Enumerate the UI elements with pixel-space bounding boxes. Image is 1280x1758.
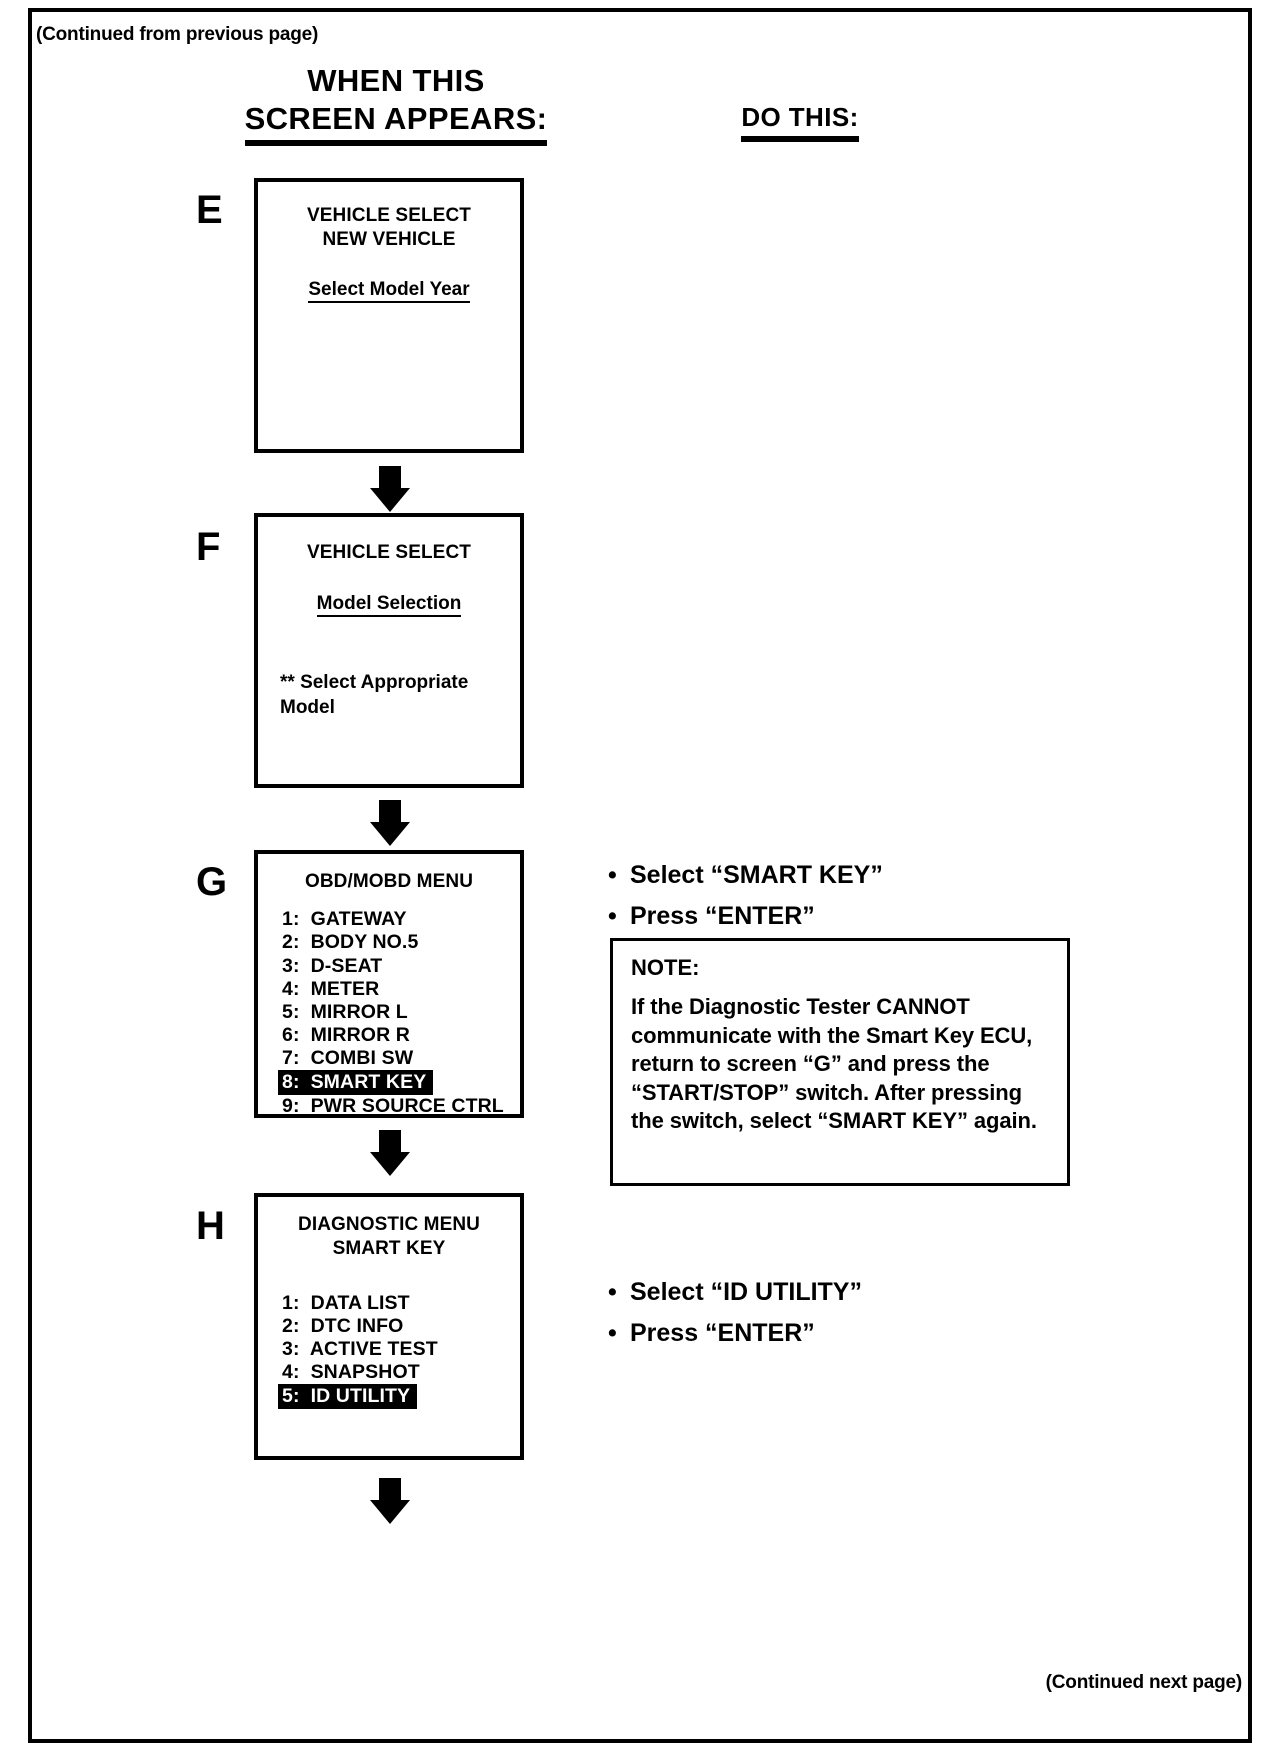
bullet-dot-icon: • <box>608 1318 617 1347</box>
screen-e-select-model-year: Select Model Year <box>258 278 520 303</box>
note-box: NOTE: If the Diagnostic Tester CANNOT co… <box>610 938 1070 1186</box>
menu-item[interactable]: 9: PWR SOURCE CTRL <box>282 1095 504 1118</box>
menu-item[interactable]: 7: COMBI SW <box>282 1046 414 1069</box>
instruction-bullet-press-enter: • Press “ENTER” <box>608 896 1078 937</box>
continued-from-previous-page: (Continued from previous page) <box>36 24 319 45</box>
screen-letter-g: G <box>196 860 228 904</box>
menu-item[interactable]: 4: SNAPSHOT <box>282 1360 420 1383</box>
instruction-text: Select “SMART KEY” <box>630 861 883 889</box>
column-header-do-this-label: DO THIS: <box>741 102 859 142</box>
instruction-text: Press “ENTER” <box>630 1318 815 1347</box>
menu-item[interactable]: 3: D-SEAT <box>282 954 383 977</box>
instructions-for-screen-h: • Select “ID UTILITY” • Press “ENTER” <box>608 1272 1078 1353</box>
screen-letter-e: E <box>196 188 223 232</box>
continued-next-page: (Continued next page) <box>1045 1672 1243 1693</box>
screen-e-underlined-text: Select Model Year <box>308 278 470 303</box>
column-header-line2: SCREEN APPEARS: <box>244 100 548 146</box>
screen-g-title: OBD/MOBD MENU <box>304 871 474 892</box>
menu-item[interactable]: 2: BODY NO.5 <box>282 931 419 954</box>
screen-f-note: ** Select Appropriate Model <box>280 670 520 720</box>
bullet-dot-icon: • <box>608 861 617 889</box>
menu-item-selected[interactable]: 8: SMART KEY <box>278 1069 434 1096</box>
menu-item[interactable]: 1: GATEWAY <box>282 908 407 931</box>
column-header-when-this-screen-appears: WHEN THIS SCREEN APPEARS: <box>196 62 596 146</box>
screen-e-title-line1: VEHICLE SELECT <box>307 205 471 226</box>
flow-arrow-f-to-g <box>370 800 410 846</box>
screen-box-e: VEHICLE SELECT NEW VEHICLE Select Model … <box>254 178 524 453</box>
screen-f-model-selection: Model Selection <box>258 593 520 618</box>
menu-item[interactable]: 5: MIRROR L <box>282 1000 408 1023</box>
screen-h-title-line2: SMART KEY <box>332 1238 446 1260</box>
screen-e-title-line2: NEW VEHICLE <box>322 229 456 251</box>
column-header-do-this: DO THIS: <box>600 102 1000 142</box>
screen-f-note-line2: Model <box>280 697 335 719</box>
note-body: If the Diagnostic Tester CANNOT communic… <box>631 994 1037 1134</box>
menu-item[interactable]: 4: METER <box>282 977 380 1000</box>
column-header-line1: WHEN THIS <box>307 63 485 98</box>
bullet-dot-icon: • <box>608 901 617 930</box>
menu-item[interactable]: 1: DATA LIST <box>282 1291 410 1314</box>
screen-letter-f: F <box>196 525 221 569</box>
instructions-for-screen-g: • Select “SMART KEY” • Press “ENTER” <box>608 855 1078 936</box>
instruction-bullet-select-smart-key: • Select “SMART KEY” <box>608 855 1078 896</box>
note-title: NOTE: <box>631 955 700 980</box>
bullet-dot-icon: • <box>608 1278 617 1306</box>
menu-item[interactable]: 3: ACTIVE TEST <box>282 1337 438 1360</box>
instruction-bullet-select-id-utility: • Select “ID UTILITY” <box>608 1272 1078 1313</box>
flow-arrow-h-to-next <box>370 1478 410 1524</box>
instruction-bullet-press-enter: • Press “ENTER” <box>608 1313 1078 1354</box>
screen-letter-h: H <box>196 1204 225 1248</box>
screen-f-underlined-text: Model Selection <box>316 593 462 618</box>
screen-h-title-line1: DIAGNOSTIC MENU <box>298 1214 480 1235</box>
screen-f-title-line1: VEHICLE SELECT <box>307 542 471 563</box>
menu-item[interactable]: 6: MIRROR R <box>282 1023 410 1046</box>
instruction-text: Press “ENTER” <box>630 901 815 930</box>
menu-item-selected[interactable]: 5: ID UTILITY <box>278 1384 418 1410</box>
instruction-text: Select “ID UTILITY” <box>630 1278 862 1306</box>
flow-arrow-e-to-f <box>370 466 410 512</box>
page-border <box>28 8 1252 1743</box>
flow-arrow-g-to-h <box>370 1130 410 1176</box>
screen-f-note-line1: ** Select Appropriate <box>280 672 469 694</box>
menu-item[interactable]: 2: DTC INFO <box>282 1314 404 1337</box>
screen-box-f: VEHICLE SELECT Model Selection ** Select… <box>254 513 524 788</box>
